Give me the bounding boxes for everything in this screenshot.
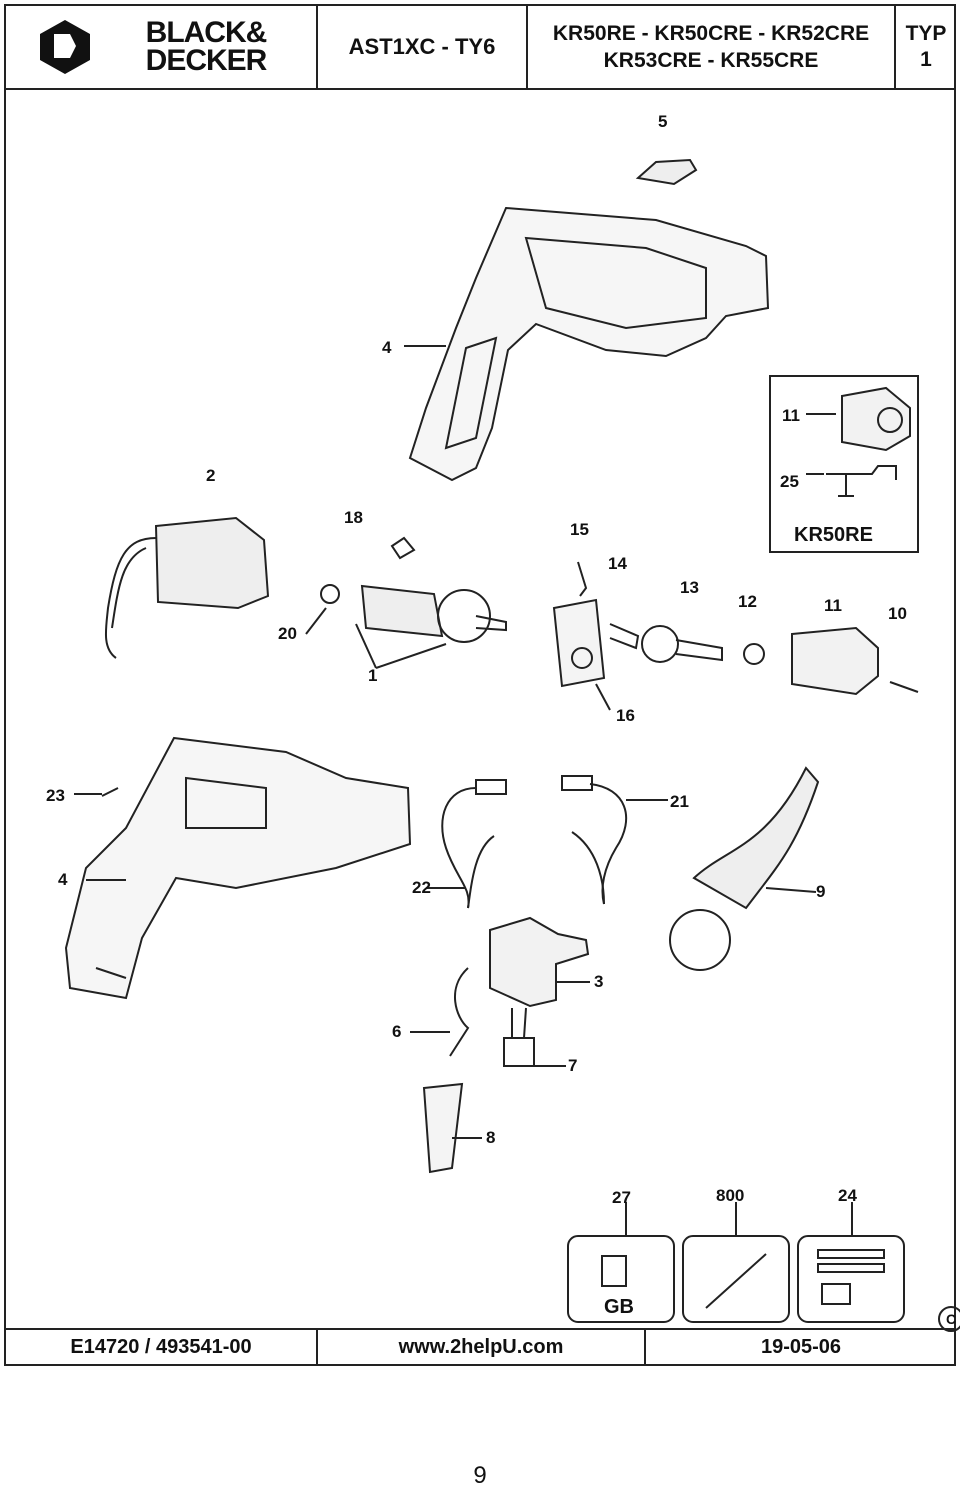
callout-3: 3 xyxy=(594,972,604,991)
callout-23: 23 xyxy=(46,786,65,805)
exploded-diagram: 5 4 11 2 25 18 15 KR50RE 14 13 12 11 10 … xyxy=(6,88,954,1324)
callout-1: 1 xyxy=(368,666,378,685)
callout-13: 13 xyxy=(680,578,699,597)
callout-21: 21 xyxy=(670,792,689,811)
callout-7: 7 xyxy=(568,1056,578,1075)
callout-2: 2 xyxy=(206,466,216,485)
callout-6: 6 xyxy=(392,1022,402,1041)
callout-10: 10 xyxy=(888,604,907,623)
callout-4-bottom: 4 xyxy=(58,870,68,889)
callout-9: 9 xyxy=(816,882,826,901)
model-names-line2: KR53CRE - KR55CRE xyxy=(603,49,819,72)
brand-line2: DECKER xyxy=(145,44,268,77)
website-link[interactable]: www.2helpU.com xyxy=(318,1330,646,1364)
callout-11: 11 xyxy=(824,596,842,615)
callout-22: 22 xyxy=(412,878,431,897)
brand-logo: BLACK& DECKER xyxy=(6,6,318,88)
callout-24: 24 xyxy=(838,1186,857,1205)
callout-25: 25 xyxy=(780,472,799,491)
callout-20: 20 xyxy=(278,624,297,643)
page-number: 9 xyxy=(473,1462,487,1489)
callout-18: 18 xyxy=(344,508,363,527)
callout-800: 800 xyxy=(716,1186,745,1205)
model-names-line1: KR50RE - KR50CRE - KR52CRE xyxy=(552,22,870,45)
model-code: AST1XC - TY6 xyxy=(318,6,528,88)
footer: E14720 / 493541-00 www.2helpU.com 19-05-… xyxy=(6,1328,954,1364)
callout-5: 5 xyxy=(658,112,668,131)
callout-4-top: 4 xyxy=(382,338,392,357)
callout-27: 27 xyxy=(612,1188,631,1207)
hexagon-logo-icon xyxy=(40,20,90,74)
type-value: 1 xyxy=(920,48,932,71)
document-code: E14720 / 493541-00 xyxy=(6,1330,318,1364)
inset-model-label: KR50RE xyxy=(794,524,873,546)
callout-14: 14 xyxy=(608,554,627,573)
copyright-icon: C xyxy=(938,1306,960,1332)
parts-drawing xyxy=(64,158,919,1323)
callout-16: 16 xyxy=(616,706,635,725)
type-label: TYP xyxy=(905,22,947,45)
callout-12: 12 xyxy=(738,592,757,611)
plug-region-label: GB xyxy=(604,1296,634,1318)
callout-15: 15 xyxy=(570,520,589,539)
type-box: TYP 1 xyxy=(896,6,956,88)
header: BLACK& DECKER AST1XC - TY6 KR50RE - KR50… xyxy=(6,6,954,90)
callout-8: 8 xyxy=(486,1128,496,1147)
model-names: KR50RE - KR50CRE - KR52CRE KR53CRE - KR5… xyxy=(528,6,896,88)
brand-line1: BLACK& xyxy=(145,16,268,49)
document-date: 19-05-06 xyxy=(760,1335,842,1358)
callout-11-inset: 11 xyxy=(782,406,800,425)
parts-sheet: BLACK& DECKER AST1XC - TY6 KR50RE - KR50… xyxy=(4,4,960,1366)
